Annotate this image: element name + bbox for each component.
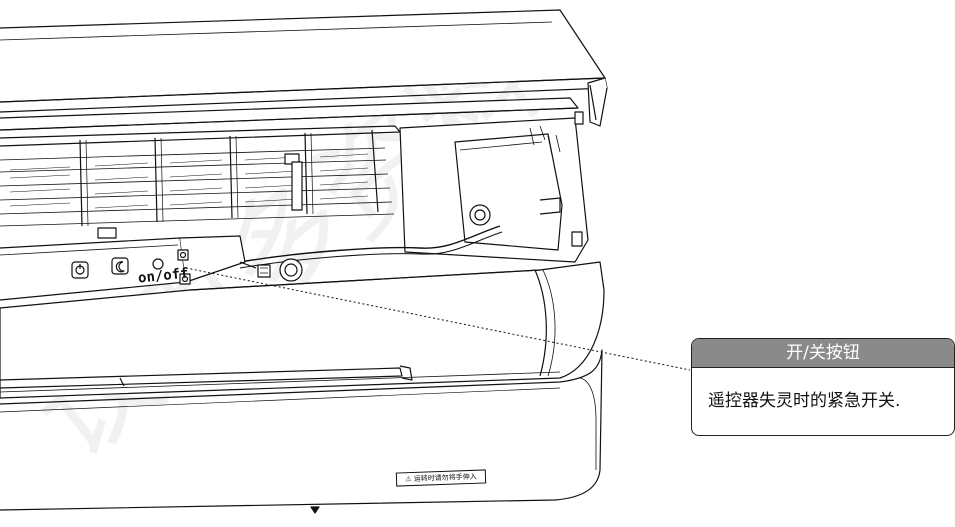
callout-box: 开/关按钮 遥控器失灵时的紧急开关. (691, 338, 955, 436)
callout-description: 遥控器失灵时的紧急开关. (708, 391, 901, 411)
wire-harness (239, 225, 501, 263)
air-filter (0, 97, 579, 227)
front-panel (0, 261, 605, 514)
onoff-button[interactable] (152, 258, 164, 270)
front-cover-lid (0, 9, 608, 127)
callout-title: 开/关按钮 (692, 339, 954, 368)
electrical-box (399, 111, 589, 263)
callout-leader-line (185, 267, 691, 371)
